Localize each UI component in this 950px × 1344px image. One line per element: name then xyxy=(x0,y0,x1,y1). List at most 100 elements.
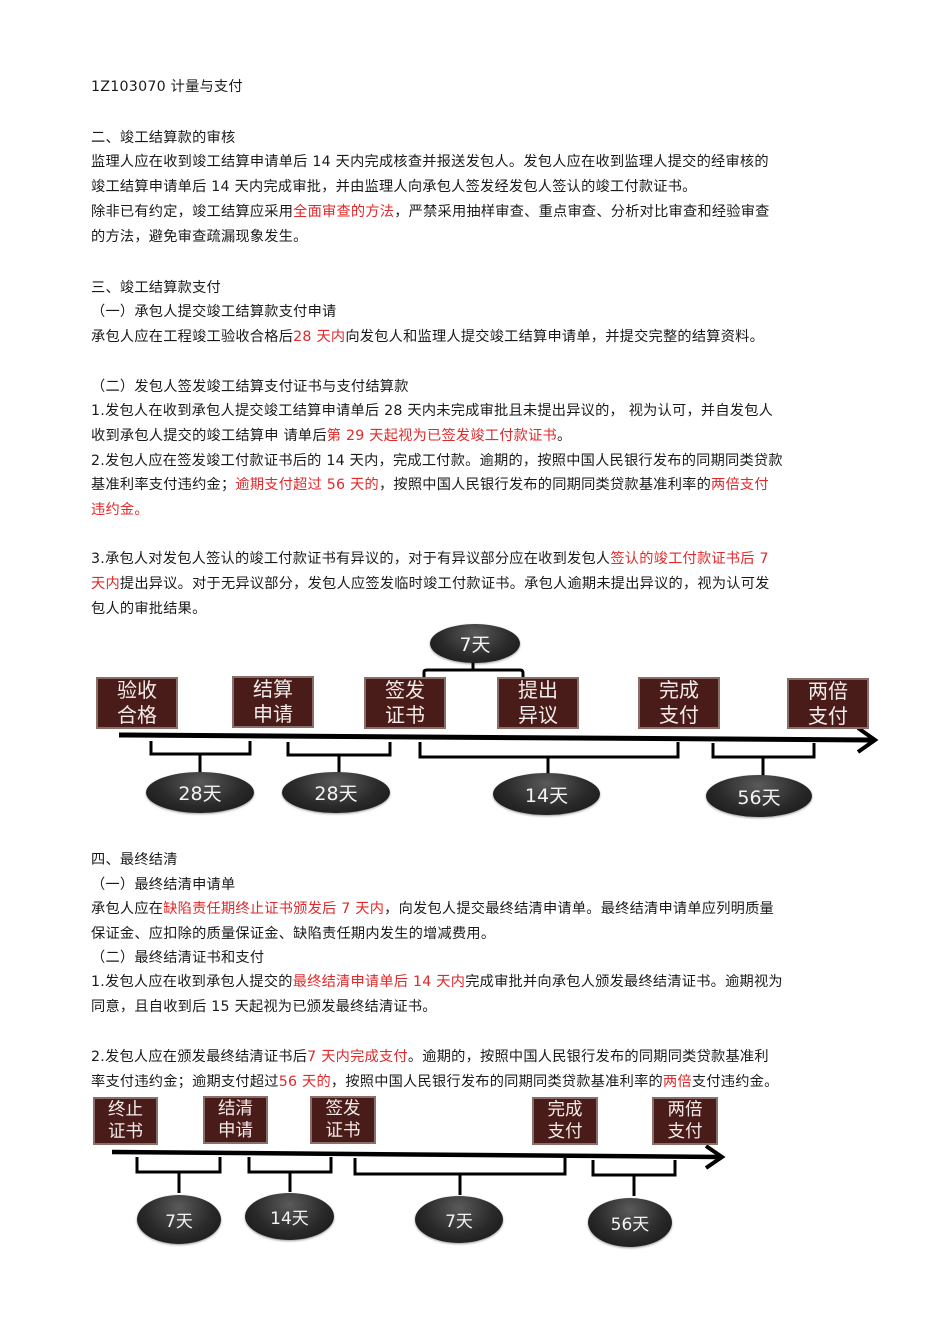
text: 承包人应在 xyxy=(91,901,164,917)
box-label: 结算 xyxy=(253,677,293,701)
highlight-text: 28 天内 xyxy=(293,329,346,345)
highlight-text: 两倍 xyxy=(662,1074,692,1090)
milestone-box: 结清申请 xyxy=(203,1096,268,1144)
milestone-box: 验收合格 xyxy=(96,677,178,729)
text: 率支付违约金；逾期支付超过 xyxy=(91,1074,279,1090)
box-label: 证书 xyxy=(385,703,425,727)
paragraph-line: 1.发包人应在收到承包人提交的最终结清申请单后 14 天内完成审批并向承包人颁发… xyxy=(91,972,783,992)
box-label: 证书 xyxy=(325,1121,361,1141)
box-label: 申请 xyxy=(253,702,293,726)
paragraph-line: 包人的审批结果。 xyxy=(91,601,207,617)
highlight-text: 7 天内完成支付 xyxy=(307,1049,408,1065)
paragraph-line: 1.发包人在收到承包人提交竣工结算申请单后 28 天内未完成审批且未提出异议的，… xyxy=(91,403,774,419)
paragraph-line: 3.承包人对发包人签认的竣工付款证书有异议的，对于有异议部分应在收到发包人签认的… xyxy=(91,549,769,569)
paragraph-line: 率支付违约金；逾期支付超过56 天的，按照中国人民银行发布的同期同类贷款基准利率… xyxy=(91,1072,779,1092)
duration-label-ellipse: 7天 xyxy=(415,1196,503,1243)
milestone-box: 提出异议 xyxy=(497,677,579,729)
milestone-box: 结算申请 xyxy=(232,676,314,728)
highlight-text: 第 29 天起视为已签发竣工付款证书 xyxy=(326,428,557,444)
box-label: 签发 xyxy=(325,1099,361,1119)
box-label: 完成 xyxy=(547,1100,583,1120)
paragraph-line: 天内提出异议。对于无异议部分，发包人应签发临时竣工付款证书。承包人逾期未提出异议… xyxy=(91,574,770,594)
subheading: （一）最终结清申请单 xyxy=(91,877,236,893)
milestone-box: 签发证书 xyxy=(310,1096,376,1144)
box-label: 异议 xyxy=(518,703,558,727)
box-label: 合格 xyxy=(117,703,157,727)
text: 2.发包人应在颁发最终结清证书后 xyxy=(91,1049,308,1065)
text: 承包人应在工程竣工验收合格后 xyxy=(91,329,294,345)
duration-label-ellipse: 14天 xyxy=(245,1193,334,1240)
box-label: 终止 xyxy=(108,1100,143,1120)
highlight-text: 全面审查的方法 xyxy=(293,204,395,220)
paragraph-line: 收到承包人提交的竣工结算申 请单后第 29 天起视为已签发竣工付款证书。 xyxy=(91,426,571,446)
paragraph-line: 2.发包人应在签发竣工付款证书后的 14 天内，完成工付款。逾期的，按照中国人民… xyxy=(91,453,783,469)
text: ，按照中国人民银行发布的同期同类贷款基准利率的 xyxy=(330,1074,663,1090)
text: 基准利率支付违约金； xyxy=(91,477,236,493)
text: 除非已有约定，竣工结算应采用 xyxy=(91,204,294,220)
box-label: 两倍 xyxy=(667,1100,703,1120)
section-3-heading: 三、竣工结算款支付 xyxy=(91,280,221,296)
box-label: 验收 xyxy=(117,678,157,702)
box-label: 结清 xyxy=(218,1099,253,1119)
text: 完成审批并向承包人颁发最终结清证书。逾期视为 xyxy=(465,974,783,990)
subheading: （二）最终结清证书和支付 xyxy=(91,950,265,966)
paragraph-line: 同意，且自收到后 15 天起视为已颁发最终结清证书。 xyxy=(91,999,437,1015)
text: ，严禁采用抽样审查、重点审查、分析对比审查和经验审查 xyxy=(394,204,770,220)
milestone-box: 完成支付 xyxy=(638,677,720,729)
duration-label-ellipse: 14天 xyxy=(493,773,600,815)
paragraph-line: 保证金、应扣除的质量保证金、缺陷责任期内发生的增减费用。 xyxy=(91,926,496,942)
paragraph-line: 的方法，避免审查疏漏现象发生。 xyxy=(91,229,308,245)
box-label: 支付 xyxy=(667,1122,703,1142)
milestone-box: 终止证书 xyxy=(93,1097,158,1145)
text: 向发包人和监理人提交竣工结算申请单，并提交完整的结算资料。 xyxy=(345,329,765,345)
highlight-text: 56 天的 xyxy=(278,1074,331,1090)
paragraph-line: 竣工结算申请单后 14 天内完成审批，并由监理人向承包人签发经发包人签认的竣工付… xyxy=(91,179,697,195)
highlight-text: 缺陷责任期终止证书颁发后 7 天内 xyxy=(163,901,385,917)
text: 。逾期的，按照中国人民银行发布的同期同类贷款基准利 xyxy=(407,1049,769,1065)
box-label: 签发 xyxy=(385,678,425,702)
text: 3.承包人对发包人签认的竣工付款证书有异议的，对于有异议部分应在收到发包人 xyxy=(91,551,611,567)
section-4-heading: 四、最终结清 xyxy=(91,852,178,868)
highlight-text: 天内 xyxy=(91,576,120,592)
paragraph-line: 承包人应在工程竣工验收合格后28 天内向发包人和监理人提交竣工结算申请单，并提交… xyxy=(91,327,764,347)
highlight-text: 违约金。 xyxy=(91,502,149,518)
milestone-box: 两倍支付 xyxy=(787,678,869,729)
text: ，按照中国人民银行发布的同期同类贷款基准利率的 xyxy=(378,477,712,493)
text: ，向发包人提交最终结清申请单。最终结清申请单应列明质量 xyxy=(384,901,774,917)
duration-label-ellipse: 28天 xyxy=(282,772,390,813)
milestone-box: 签发证书 xyxy=(364,677,446,729)
box-label: 支付 xyxy=(808,703,848,728)
box-label: 两倍 xyxy=(808,678,848,703)
duration-label-ellipse: 56天 xyxy=(588,1198,672,1247)
duration-label-ellipse: 56天 xyxy=(706,775,812,817)
box-label: 支付 xyxy=(547,1122,583,1142)
text: 支付违约金。 xyxy=(691,1074,779,1090)
milestone-box: 两倍支付 xyxy=(652,1097,718,1145)
box-label: 提出 xyxy=(518,678,558,702)
text: 收到承包人提交的竣工结算申 请单后 xyxy=(91,428,327,444)
text: 。 xyxy=(556,428,572,444)
paragraph-line: 承包人应在缺陷责任期终止证书颁发后 7 天内，向发包人提交最终结清申请单。最终结… xyxy=(91,899,774,919)
box-label: 证书 xyxy=(108,1122,143,1142)
box-label: 支付 xyxy=(659,703,699,727)
highlight-text: 最终结清申请单后 14 天内 xyxy=(292,974,466,990)
subheading: （二）发包人签发竣工结算支付证书与支付结算款 xyxy=(91,379,409,395)
section-2-heading: 二、竣工结算款的审核 xyxy=(91,130,236,146)
highlight-text: 两倍支付 xyxy=(711,477,769,493)
paragraph-line: 监理人应在收到竣工结算申请单后 14 天内完成核查并报送发包人。发包人应在收到监… xyxy=(91,154,769,170)
highlight-text: 签认的竣工付款证书后 7 xyxy=(610,551,769,567)
box-label: 申请 xyxy=(218,1121,253,1141)
box-label: 完成 xyxy=(659,678,699,702)
text: 1.发包人应在收到承包人提交的 xyxy=(91,974,293,990)
section-code-title: 1Z103070 计量与支付 xyxy=(91,79,243,95)
paragraph-line: 基准利率支付违约金；逾期支付超过 56 天的，按照中国人民银行发布的同期同类贷款… xyxy=(91,475,769,495)
text: 提出异议。对于无异议部分，发包人应签发临时竣工付款证书。承包人逾期未提出异议的，… xyxy=(119,576,770,592)
duration-label-ellipse: 7天 xyxy=(430,624,520,663)
paragraph-line: 2.发包人应在颁发最终结清证书后7 天内完成支付。逾期的，按照中国人民银行发布的… xyxy=(91,1047,769,1067)
milestone-box: 完成支付 xyxy=(532,1097,598,1145)
paragraph-line: 除非已有约定，竣工结算应采用全面审查的方法，严禁采用抽样审查、重点审查、分析对比… xyxy=(91,202,770,222)
duration-label-ellipse: 28天 xyxy=(146,772,254,813)
highlight-text: 逾期支付超过 56 天的 xyxy=(235,477,379,493)
